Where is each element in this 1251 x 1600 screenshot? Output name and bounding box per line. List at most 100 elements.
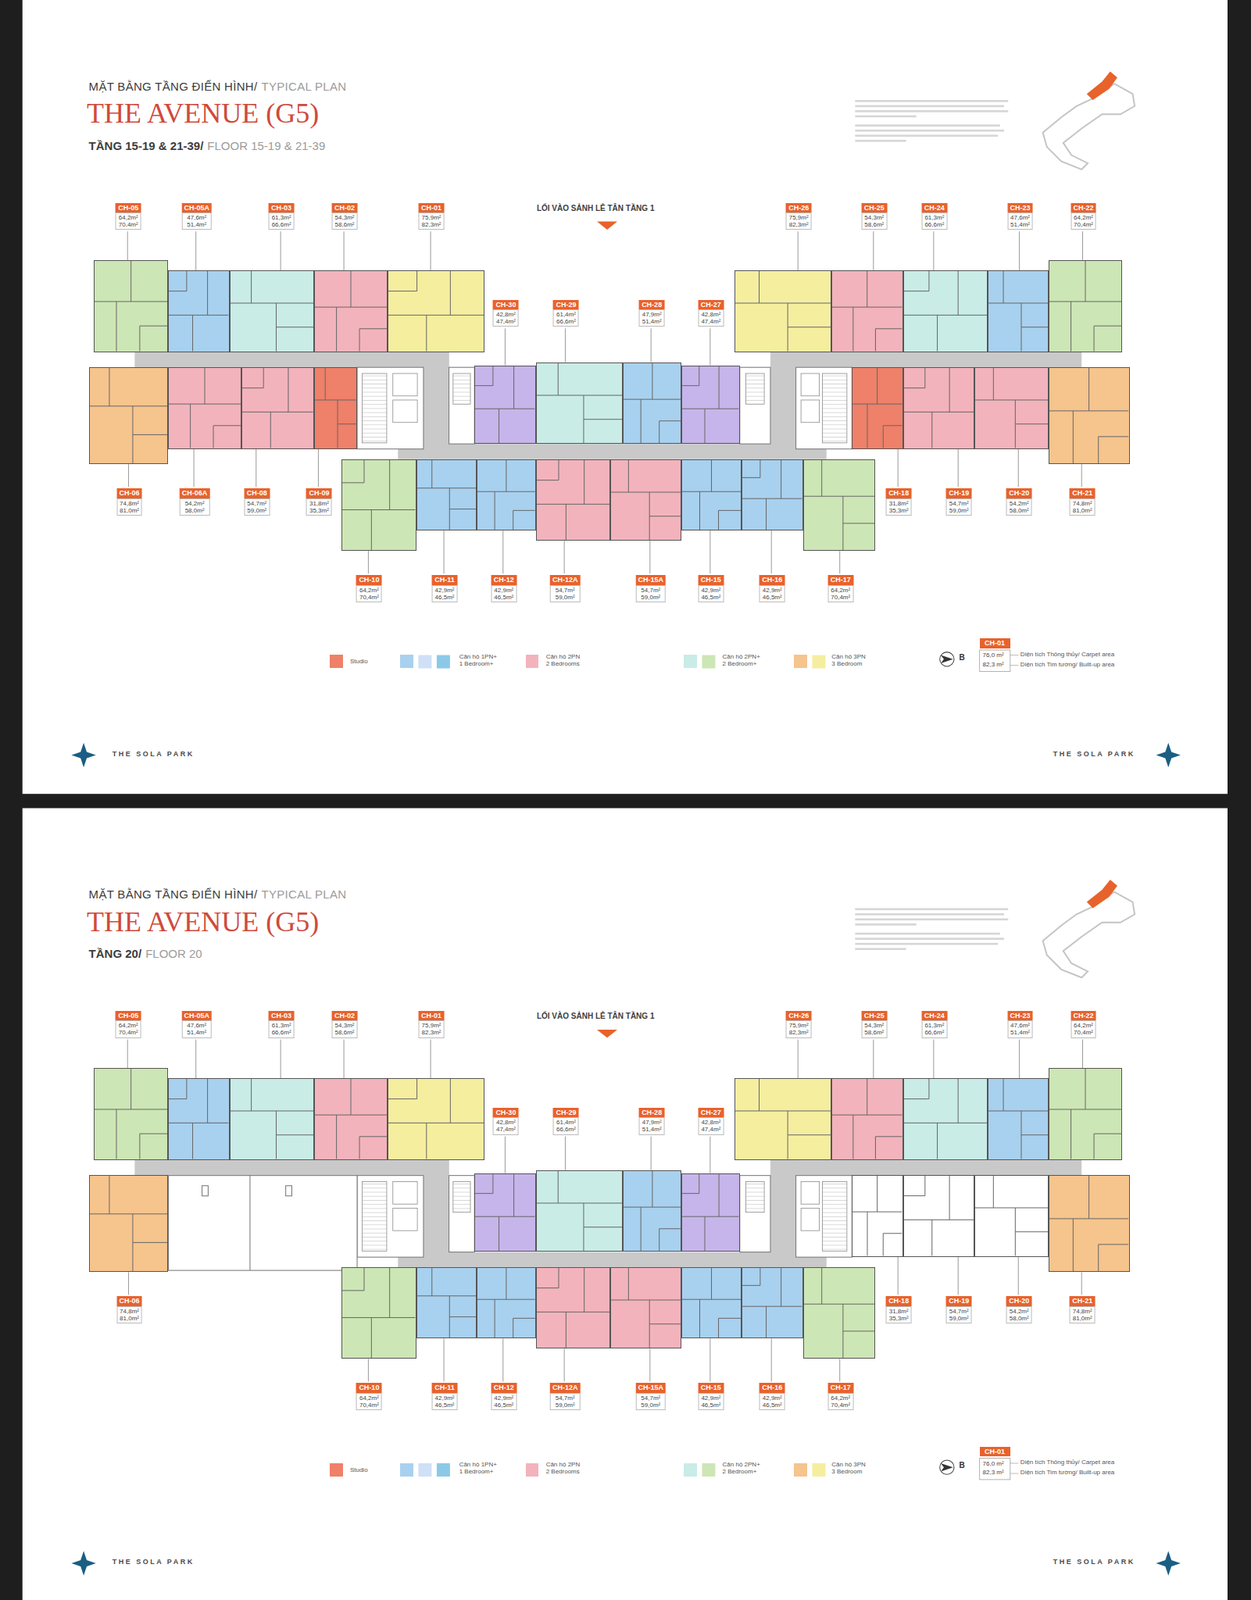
unit-code: CH-02	[332, 203, 358, 213]
partition-wall	[168, 368, 241, 448]
unit-area: 64,2m²	[359, 1394, 379, 1402]
unit-area: 82,3m²	[421, 1029, 442, 1037]
unit-code: CH-10	[356, 1383, 383, 1393]
unit-area: 59,0m²	[949, 507, 969, 515]
plan-label: CH-01	[979, 1447, 1011, 1457]
unit-area: 81,0m²	[1072, 1315, 1093, 1323]
leader-line	[771, 1338, 773, 1382]
leader-line	[649, 1348, 651, 1382]
area-box: 47,6m²51,4m²	[1007, 212, 1033, 230]
label-holder: CH-01	[979, 638, 1011, 648]
leader-line	[368, 550, 369, 574]
unit-partitions	[477, 1268, 536, 1338]
unit-area: 61,4m²	[556, 1118, 576, 1126]
leader-line	[839, 1358, 840, 1382]
unit-area: 82,3m²	[789, 221, 809, 229]
area-box: 42,9m²46,5m²	[697, 1393, 724, 1411]
unit-partitions	[168, 271, 229, 351]
legend-swatch	[683, 1463, 697, 1477]
legend-swatch	[793, 1463, 808, 1477]
unit-callout: CH-05A47,6m²51,4m²	[181, 203, 212, 231]
apartment-unit: CH-2742,8m²47,4m²	[681, 1173, 740, 1253]
unit-callout: CH-1954,7m²59,0m²	[946, 1296, 973, 1324]
area-box: 54,3m²58,6m²	[861, 212, 887, 230]
area-box: 54,7m²59,0m²	[946, 498, 973, 516]
area-box: 42,9m²46,5m²	[432, 1393, 458, 1411]
leader-line	[872, 1040, 874, 1080]
unit-callout: CH-2961,4m²66,6m²	[553, 1108, 580, 1136]
unit-area: 61,3m²	[271, 1022, 292, 1030]
unit-callout: CH-1142,9m²46,5m²	[432, 1383, 458, 1411]
unit-partitions	[342, 460, 415, 551]
unit-partitions	[536, 363, 622, 444]
area-box: 61,3m²66,6m²	[268, 212, 295, 230]
plan-graphic	[202, 1186, 209, 1197]
legend-swatch	[329, 1463, 344, 1477]
label-holder: LỐI VÀO SẢNH LỄ TÂN TẦNG 1	[536, 203, 655, 214]
leader-line	[504, 1136, 506, 1174]
unit-partitions	[988, 271, 1048, 351]
unit-area: 31,8m²	[309, 500, 329, 508]
leader-line	[504, 328, 506, 365]
unit-partitions	[388, 1079, 484, 1159]
apartment-unit: CH-1242,9m²46,5m²	[476, 459, 537, 531]
apartment-unit: CH-0254,3m²58,6m²	[314, 1078, 388, 1160]
legend-text: Căn hộ 1PN+ 1 Bedroom+	[459, 1461, 501, 1476]
partition-wall	[611, 460, 681, 540]
label-holder: THE SOLA PARK	[1053, 750, 1136, 758]
apartment-unit: CH-3042,8m²47,4m²	[474, 365, 536, 445]
plan-label: THE SOLA PARK	[1053, 750, 1136, 758]
legend-swatch	[525, 654, 540, 669]
partition-wall	[682, 1268, 741, 1338]
unit-callout: CH-1542,9m²46,5m²	[697, 575, 724, 603]
unit-area: 46,5m²	[762, 1401, 783, 1409]
legend-holder: Căn hộ 1PN+ 1 Bedroom+	[459, 653, 501, 668]
legend-swatch	[400, 1463, 414, 1477]
unit-code: CH-24	[921, 1011, 948, 1021]
leader-line	[280, 1040, 282, 1080]
partition-wall	[852, 368, 902, 448]
label-holder: 82,3 m²	[982, 1469, 1005, 1477]
legend-holder: Studio	[350, 1466, 369, 1474]
apartment-unit: CH-1242,9m²46,5m²	[476, 1267, 537, 1339]
area-box: 74,8m²81,0m²	[116, 498, 143, 516]
area-box: 42,9m²46,5m²	[432, 585, 458, 603]
legend-holder: Studio	[350, 657, 369, 665]
unit-partitions	[242, 368, 314, 448]
unit-partitions	[682, 460, 741, 530]
unit-area: 58,0m²	[1009, 1315, 1030, 1323]
unit-partitions	[611, 1268, 681, 1348]
unit-area: 70,4m²	[830, 1401, 851, 1409]
area-box: 75,9m²82,3m²	[418, 1020, 445, 1038]
unit-callout: CH-2554,3m²58,6m²	[861, 203, 887, 231]
unit-area: 66,6m²	[924, 1029, 944, 1037]
area-box: 74,8m²81,0m²	[1069, 1306, 1096, 1324]
unit-partitions	[1049, 260, 1122, 352]
area-box: 64,2m²70,4m²	[1070, 212, 1097, 230]
unit-area: 47,6m²	[1010, 1022, 1030, 1030]
unit-code: CH-15A	[636, 575, 667, 585]
unit-area: 42,9m²	[493, 586, 514, 594]
leader-line	[443, 530, 445, 574]
area-box: 31,8m²35,3m²	[886, 498, 912, 516]
leader-line	[368, 1358, 369, 1382]
area-box: 54,7m²59,0m²	[636, 585, 667, 603]
unit-area: 58,0m²	[182, 507, 208, 515]
unit-partitions	[314, 1079, 387, 1159]
label-holder: LỐI VÀO SẢNH LỄ TÂN TẦNG 1	[536, 1011, 655, 1022]
unit-area: 64,2m²	[830, 1394, 851, 1402]
partition-wall	[975, 1175, 1048, 1256]
partition-wall	[988, 1079, 1048, 1159]
area-box: 64,2m²70,4m²	[827, 1393, 854, 1411]
partition-wall	[804, 460, 876, 551]
unit-callout: CH-2174,8m²81,0m²	[1069, 488, 1096, 516]
plan-graphic	[249, 1175, 251, 1271]
leader-line	[1082, 231, 1084, 261]
leader-line	[502, 1338, 504, 1382]
apartment-unit: CH-12A54,7m²59,0m²	[536, 1267, 611, 1349]
unit-area: 75,9m²	[421, 214, 442, 222]
unit-area: 54,7m²	[639, 1394, 664, 1402]
area-box: 54,7m²59,0m²	[636, 1393, 667, 1411]
unit-partitions	[852, 368, 902, 448]
plan-label: THE SOLA PARK	[112, 750, 195, 758]
